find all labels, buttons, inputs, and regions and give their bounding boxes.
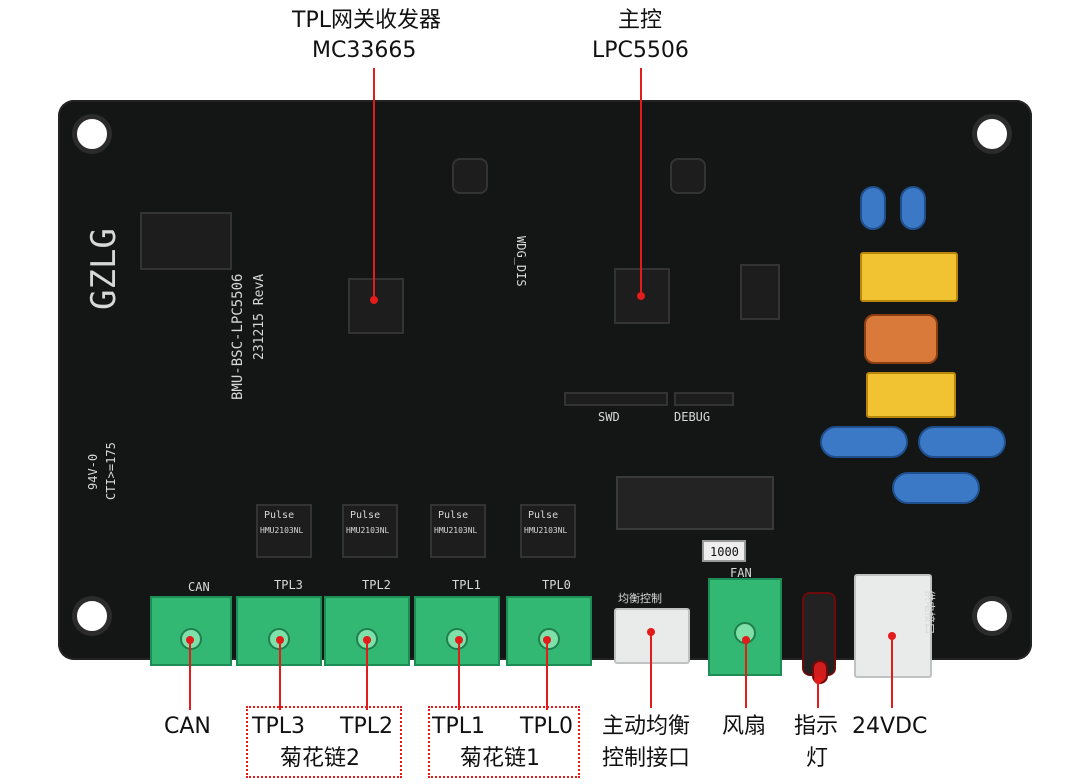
debug-silk: DEBUG bbox=[674, 410, 711, 424]
tpl2-silk: TPL2 bbox=[362, 578, 391, 592]
tpl1-silk: TPL1 bbox=[452, 578, 481, 592]
mount-hole-br bbox=[972, 596, 1012, 636]
daisy-chain-2-box bbox=[246, 706, 402, 778]
tpl0-label: TPL0 bbox=[520, 714, 573, 739]
leader-power bbox=[891, 636, 893, 708]
chain1-label: 菊花链1 bbox=[460, 746, 540, 771]
mcu-part: LPC5506 bbox=[592, 38, 689, 63]
fan-silk: FAN bbox=[730, 566, 752, 580]
varistor-rv1 bbox=[892, 472, 980, 504]
pcb-board: GZLG BMU-BSC-LPC5506 231215 RevA 94V-0 C… bbox=[58, 100, 1032, 684]
leader-tpl1-dot bbox=[455, 636, 463, 644]
wdg-silk: WDG_DIS bbox=[514, 236, 528, 287]
inductor-l3 bbox=[452, 158, 488, 194]
soic-isolator-chip bbox=[140, 212, 232, 270]
model-silkscreen: BMU-BSC-LPC5506 bbox=[230, 273, 246, 400]
pulse-transformer-tpl3: Pulse HMU2103NL bbox=[256, 504, 312, 558]
mount-hole-tr bbox=[972, 114, 1012, 154]
tpl1-terminal[interactable] bbox=[414, 596, 500, 666]
relay-k1 bbox=[616, 476, 774, 530]
pulse-part: HMU2103NL bbox=[346, 526, 390, 535]
fan-resistor: 1000 bbox=[702, 540, 746, 562]
leader-can-dot bbox=[186, 636, 194, 644]
pulse-transformer-tpl0: Pulse HMU2103NL bbox=[520, 504, 576, 558]
leader-tpl1 bbox=[458, 640, 460, 710]
daisy-chain-1-box bbox=[428, 706, 580, 778]
mount-hole-tl bbox=[72, 114, 112, 154]
tpl3-silk: TPL3 bbox=[274, 578, 303, 592]
pulse-part: HMU2103NL bbox=[260, 526, 304, 535]
leader-tpl-gateway bbox=[373, 68, 375, 300]
leader-fan bbox=[745, 640, 747, 708]
leader-led bbox=[817, 680, 819, 708]
mcu-label: 主控 bbox=[618, 8, 663, 33]
balance-silk: 均衡控制 bbox=[618, 592, 662, 605]
inductor-l2 bbox=[670, 158, 706, 194]
soic-chip-right bbox=[740, 264, 780, 320]
tpl2-label: TPL2 bbox=[340, 714, 393, 739]
lpc5506-chip bbox=[614, 268, 670, 324]
leader-mcu bbox=[640, 68, 642, 296]
indicator-label-line2: 灯 bbox=[806, 746, 829, 771]
leader-balance bbox=[650, 632, 652, 708]
tpl1-label: TPL1 bbox=[432, 714, 485, 739]
indicator-label-line1: 指示 bbox=[794, 714, 839, 739]
debug-header bbox=[674, 392, 734, 406]
pulse-part: HMU2103NL bbox=[524, 526, 568, 535]
leader-balance-dot bbox=[647, 628, 655, 636]
leader-fan-dot bbox=[742, 636, 750, 644]
power-label: 24VDC bbox=[852, 714, 928, 739]
swd-silk: SWD bbox=[598, 410, 620, 424]
pulse-brand: Pulse bbox=[350, 510, 381, 521]
can-label: CAN bbox=[164, 714, 211, 739]
pulse-transformer-tpl2: Pulse HMU2103NL bbox=[342, 504, 398, 558]
power-connector[interactable] bbox=[854, 574, 932, 678]
pulse-brand: Pulse bbox=[438, 510, 469, 521]
cap-c10 bbox=[900, 186, 926, 230]
swd-header bbox=[564, 392, 668, 406]
leader-tpl2 bbox=[366, 640, 368, 710]
tpl-transceiver-part: MC33665 bbox=[312, 38, 417, 63]
tpl0-terminal[interactable] bbox=[506, 596, 592, 666]
balance-label-line1: 主动均衡 bbox=[602, 714, 691, 739]
leader-can bbox=[189, 640, 191, 710]
fan-label: 风扇 bbox=[722, 714, 767, 739]
leader-tpl3-dot bbox=[276, 636, 284, 644]
power-silk: 供电接口 bbox=[923, 590, 936, 634]
varistor-rv2 bbox=[918, 426, 1006, 458]
leader-tpl0-dot bbox=[543, 636, 551, 644]
chain2-label: 菊花链2 bbox=[280, 746, 360, 771]
cti-silkscreen: CTI>=175 bbox=[104, 442, 118, 500]
mount-hole-bl bbox=[72, 596, 112, 636]
leader-tpl3 bbox=[279, 640, 281, 710]
tpl3-label: TPL3 bbox=[252, 714, 305, 739]
can-terminal[interactable] bbox=[150, 596, 232, 666]
pulse-brand: Pulse bbox=[264, 510, 295, 521]
tpl-transceiver-label: TPL网关收发器 bbox=[292, 8, 441, 33]
balance-connector[interactable] bbox=[614, 608, 690, 664]
cap-c5 bbox=[860, 186, 886, 230]
x-cap-c9 bbox=[860, 252, 958, 302]
rating-silkscreen: 94V-0 bbox=[86, 453, 100, 490]
logo-silkscreen: GZLG bbox=[84, 228, 124, 310]
can-silk: CAN bbox=[188, 580, 210, 594]
common-mode-choke-l1 bbox=[864, 314, 938, 364]
leader-power-dot bbox=[888, 632, 896, 640]
x-cap-c6 bbox=[866, 372, 956, 418]
resistor-marking: 1000 bbox=[710, 545, 739, 559]
balance-label-line2: 控制接口 bbox=[602, 746, 691, 771]
leader-tpl0 bbox=[546, 640, 548, 710]
varistor-rv3 bbox=[820, 426, 908, 458]
pulse-transformer-tpl1: Pulse HMU2103NL bbox=[430, 504, 486, 558]
pulse-brand: Pulse bbox=[528, 510, 559, 521]
rev-silkscreen: 231215 RevA bbox=[252, 273, 267, 360]
tpl0-silk: TPL0 bbox=[542, 578, 571, 592]
mc33665-chip bbox=[348, 278, 404, 334]
leader-led-dot bbox=[814, 676, 822, 684]
pulse-part: HMU2103NL bbox=[434, 526, 478, 535]
leader-mcu-dot bbox=[637, 292, 645, 300]
leader-tpl-gateway-dot bbox=[370, 296, 378, 304]
leader-tpl2-dot bbox=[363, 636, 371, 644]
